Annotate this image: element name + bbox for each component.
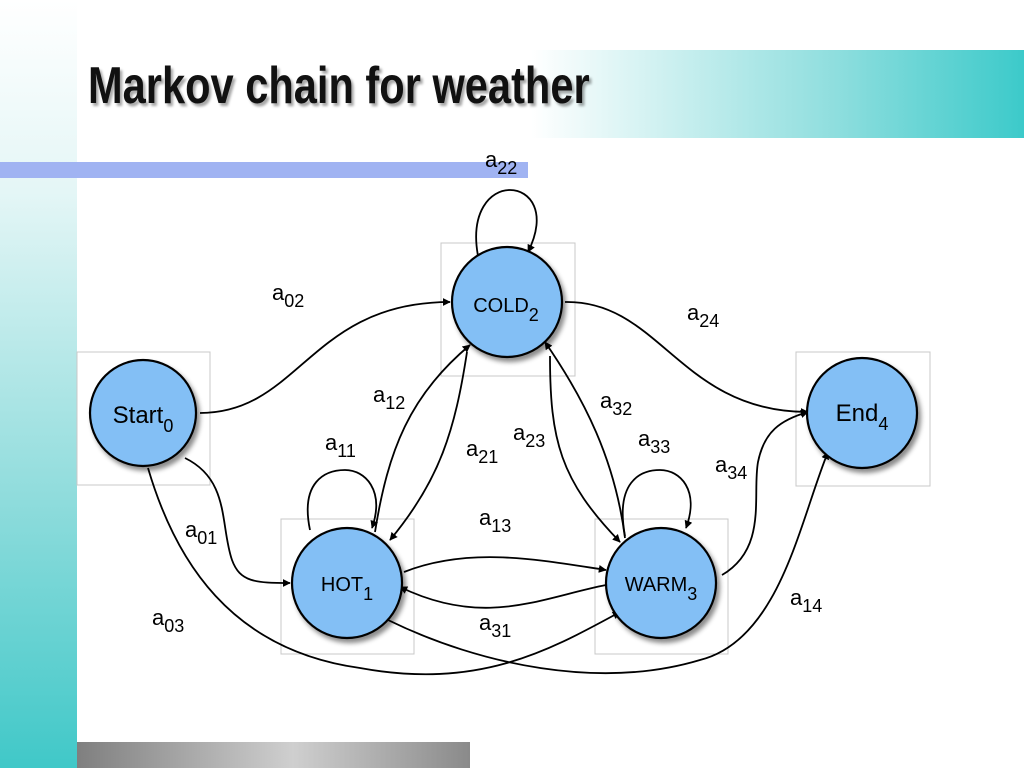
frame-cold — [440, 242, 576, 377]
frame-start — [76, 351, 211, 486]
label-a22: a22 — [485, 147, 517, 178]
label-a23: a23 — [513, 420, 545, 451]
state-cold: COLD2 — [450, 245, 564, 359]
label-a13: a13 — [479, 505, 511, 536]
frame-end — [795, 351, 931, 487]
edge-cold-warm — [549, 355, 621, 543]
state-warm: WARM3 — [604, 526, 718, 640]
accent-line — [0, 162, 528, 178]
label-a03: a03 — [152, 605, 184, 636]
label-a11: a11 — [325, 430, 356, 461]
state-end: End4 — [805, 356, 919, 470]
label-a21: a21 — [466, 436, 498, 467]
state-hot-label: HOT1 — [321, 574, 373, 604]
label-a32: a32 — [600, 388, 632, 419]
edge-warm-warm — [621, 469, 693, 537]
edge-warm-cold — [544, 341, 626, 539]
frame-hot — [280, 518, 415, 655]
label-a31: a31 — [479, 610, 511, 641]
edge-start-hot — [184, 457, 291, 587]
edge-hot-warm — [403, 556, 607, 573]
label-a33: a33 — [638, 426, 670, 457]
label-a14: a14 — [790, 585, 822, 616]
label-a02: a02 — [272, 280, 304, 311]
edge-hot-cold — [374, 344, 471, 533]
state-start-circle — [88, 358, 198, 468]
state-end-label: End4 — [836, 400, 889, 434]
state-warm-circle — [604, 526, 718, 640]
edge-cold-end — [564, 301, 809, 416]
label-a12: a12 — [373, 382, 405, 413]
edge-start-cold — [199, 298, 451, 414]
state-cold-label: COLD2 — [473, 295, 539, 325]
state-start: Start0 — [88, 358, 198, 468]
edge-warm-end — [721, 410, 809, 576]
title-band — [77, 50, 1024, 138]
left-gradient-bar — [0, 0, 77, 768]
state-warm-label: WARM3 — [625, 574, 698, 604]
edge-cold-cold — [475, 189, 538, 257]
state-start-label: Start0 — [113, 402, 174, 436]
edge-cold-hot — [389, 351, 468, 541]
edge-start-warm — [147, 467, 621, 676]
edge-warm-hot — [399, 584, 607, 609]
label-a24: a24 — [687, 300, 719, 331]
state-cold-circle — [450, 245, 564, 359]
state-hot-circle — [290, 526, 404, 640]
state-end-circle — [805, 356, 919, 470]
state-hot: HOT1 — [290, 526, 404, 640]
bottom-gradient-bar — [77, 742, 470, 768]
edge-hot-hot — [306, 469, 379, 531]
slide-title: Markov chain for weather — [88, 57, 590, 115]
label-a01: a01 — [185, 517, 217, 548]
edge-hot-end — [387, 451, 829, 674]
label-a34: a34 — [715, 452, 747, 483]
